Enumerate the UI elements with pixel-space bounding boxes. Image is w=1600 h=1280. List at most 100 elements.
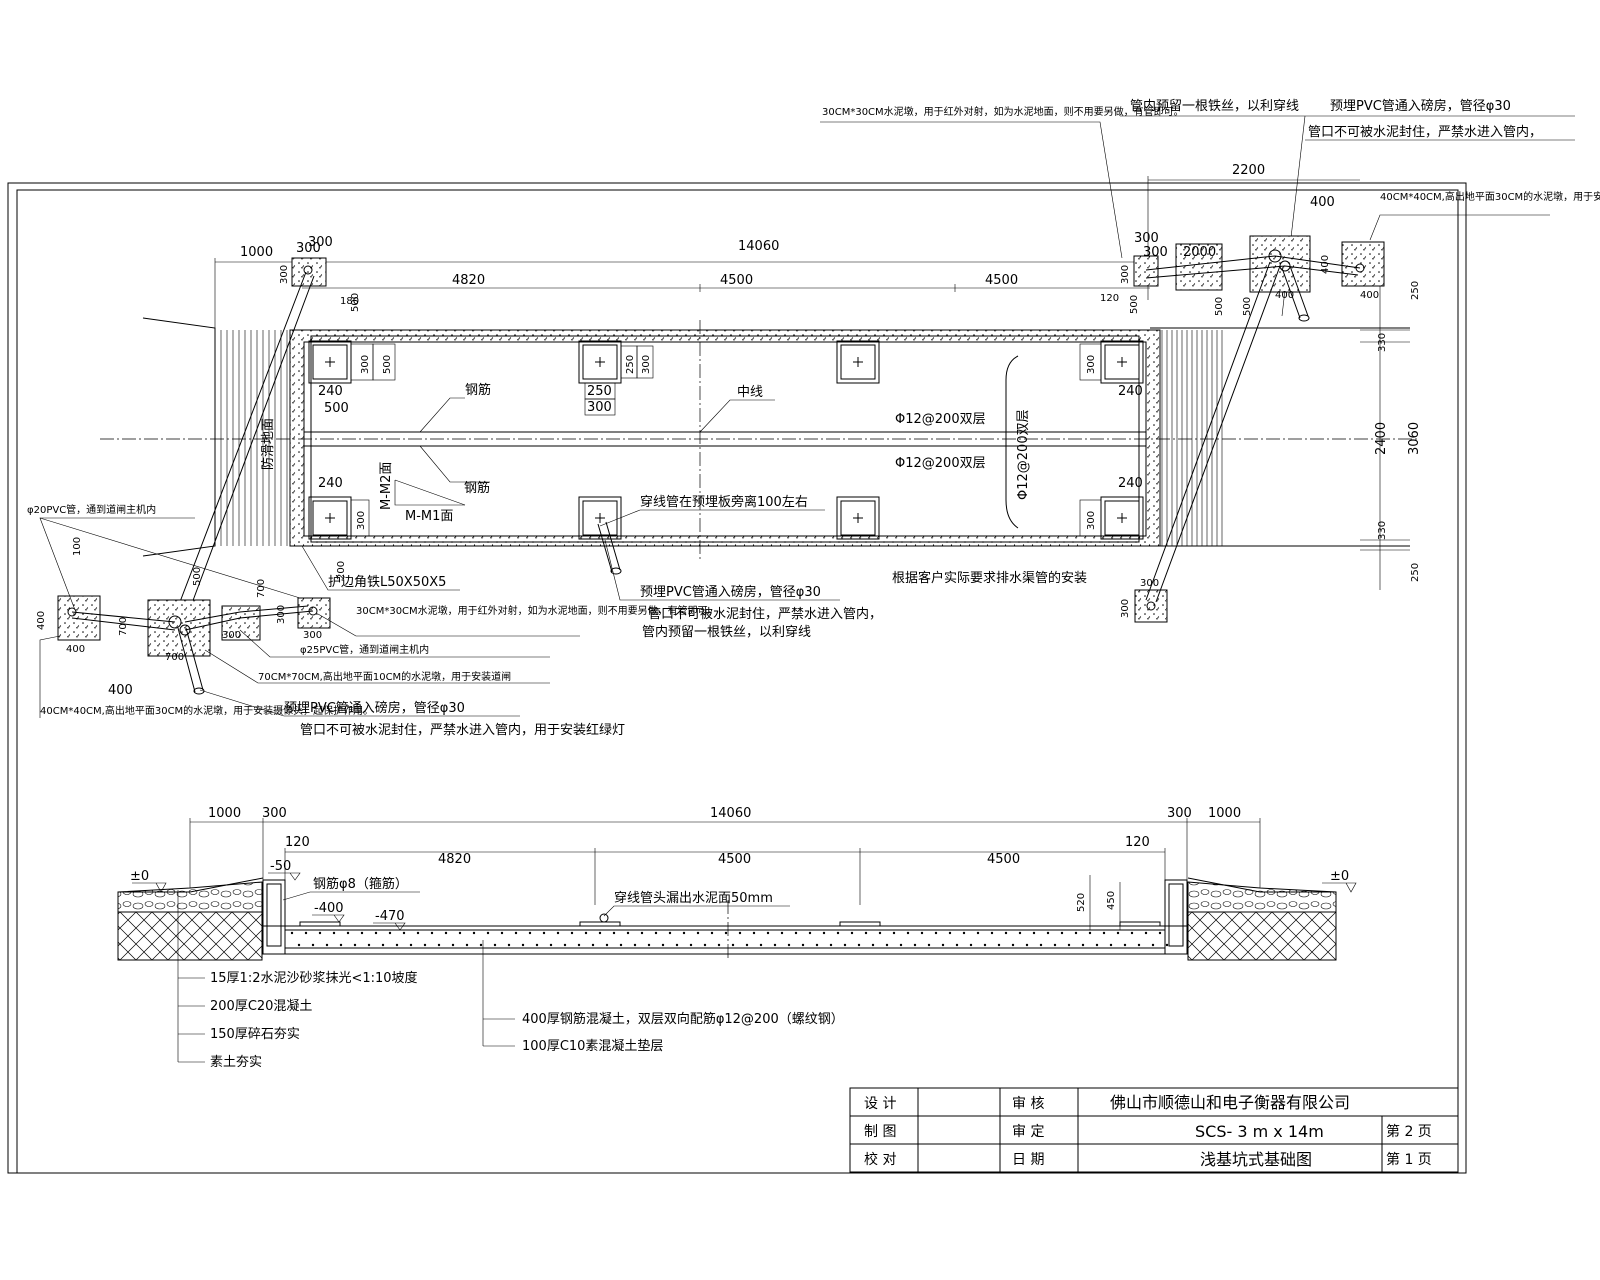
rebar-dot: [640, 931, 644, 935]
rebar-dot: [437, 943, 441, 947]
dim-left-700c: 700: [256, 579, 267, 598]
rebar-dot: [353, 943, 357, 947]
dim-left-300c: 300: [279, 265, 290, 284]
dim-left-300a: 300: [276, 605, 287, 624]
rebar-dot: [829, 943, 833, 947]
rebar-dot: [731, 943, 735, 947]
dim-2400: 2400: [1374, 422, 1389, 455]
dim-right-400b: 400: [1320, 255, 1331, 274]
rebar-dot: [1130, 931, 1134, 935]
label-top-pvc-3: 管口不可被水泥封住，严禁水进入管内，: [1308, 124, 1542, 140]
rebar-dot: [717, 943, 721, 947]
label-pier-70: 70CM*70CM,高出地平面10CM的水泥墩，用于安装道闸: [258, 670, 511, 683]
rebar-dot: [626, 931, 630, 935]
label-pier-40-left: 40CM*40CM,高出地平面30CM的水泥墩，用于安装摄像头，起保护作用。: [40, 704, 373, 717]
sec-dim-left-120: 120: [285, 835, 310, 850]
left-approach-ramp: [142, 317, 288, 557]
dim-330-top: 330: [1377, 333, 1388, 352]
tb-design: 设 计: [864, 1096, 896, 1112]
label-pvc-bottom-1: 预埋PVC管通入磅房，管径φ30: [284, 700, 465, 716]
sec-dim-span-mid: 4500: [718, 852, 751, 867]
dim-120: 120: [1100, 293, 1119, 304]
rebar-dot: [745, 943, 749, 947]
rebar-dot: [395, 943, 399, 947]
rebar-dot: [801, 943, 805, 947]
rebar-dot: [661, 943, 665, 947]
rebar-dot: [1039, 943, 1043, 947]
dim-plate-240b: 240: [1118, 384, 1143, 399]
label-pier-30-top: 30CM*30CM水泥墩，用于红外对射，如为水泥地面，则不用要另做，有管即可。: [822, 105, 1184, 118]
dim-500a: 500: [350, 293, 361, 312]
dim-right-400: 400: [1310, 195, 1335, 210]
rebar-dot: [1074, 931, 1078, 935]
rebar-dot: [549, 943, 553, 947]
rebar-dot: [290, 931, 294, 935]
sec-dim-right-300: 300: [1167, 806, 1192, 821]
label-pvc-note-2: 管口不可被水泥封住，严禁水进入管内，: [648, 606, 882, 622]
section-pit: [262, 879, 1188, 955]
dim-left-500: 500: [192, 567, 203, 586]
rebar-dot: [458, 931, 462, 935]
rebar-dot: [647, 943, 651, 947]
rebar-dot: [1137, 943, 1141, 947]
dim-right-300a: 300: [1134, 231, 1159, 246]
rebar-dot: [934, 931, 938, 935]
label-rebar-1: 钢筋: [465, 382, 491, 398]
rebar-dot: [1088, 931, 1092, 935]
dim-plate-500b: 500: [324, 401, 349, 416]
dim-right-2000: 2000: [1183, 245, 1216, 260]
rebar-dot: [1053, 943, 1057, 947]
rebar-dot: [1011, 943, 1015, 947]
layer-400-rc-slab: 400厚钢筋混凝土，双层双向配筋φ12@200（螺纹钢）: [522, 1011, 844, 1027]
rebar-dot: [850, 931, 854, 935]
rebar-dot: [528, 931, 532, 935]
rebar-dot: [696, 931, 700, 935]
rebar-dot: [500, 931, 504, 935]
dim-left-300b: 300: [303, 630, 322, 641]
rebar-dot: [682, 931, 686, 935]
dim-plate-300b: 300: [641, 355, 652, 374]
rebar-dot: [367, 943, 371, 947]
section-view: 14060 1000 300 300 1000 4820 4500 4500 1…: [117, 806, 1357, 1070]
infrared-pier-left: [297, 597, 331, 629]
dim-right-400d: 400: [1360, 290, 1379, 301]
dim-500b: 500: [1129, 295, 1140, 314]
label-rebar-2: 钢筋: [464, 480, 490, 496]
label-conduit-position: 穿线管在预埋板旁离100左右: [640, 494, 808, 510]
rebar-dot: [983, 943, 987, 947]
rebar-dot: [857, 943, 861, 947]
rebar-dot: [969, 943, 973, 947]
rebar-dot: [472, 931, 476, 935]
sec-dim-left-1000: 1000: [208, 806, 241, 821]
plate-bottom-mid1: [578, 496, 622, 540]
rebar-dot: [1151, 943, 1155, 947]
dim-plate-250a: 250: [625, 355, 636, 374]
dim-plate-300c: 300: [587, 400, 612, 415]
sec-dim-450: 450: [1106, 891, 1117, 910]
rebar-dot: [444, 931, 448, 935]
label-rebar-spec-1: Φ12@200双层: [895, 412, 986, 427]
rebar-dot: [612, 931, 616, 935]
rebar-dot: [598, 931, 602, 935]
rebar-dot: [570, 931, 574, 935]
dim-left-100: 100: [72, 537, 83, 556]
rebar-dot: [493, 943, 497, 947]
level-minus-400: -400: [314, 901, 344, 916]
plate-bottom-right: [1079, 496, 1144, 540]
rebar-dot: [1165, 943, 1169, 947]
plate-top-mid2: [836, 340, 880, 384]
tb-model: SCS- 3 m x 14m: [1195, 1122, 1324, 1141]
rebar-dot: [332, 931, 336, 935]
rebar-dot: [402, 931, 406, 935]
embedded-plates: [308, 340, 1144, 540]
tb-page-total: 第 2 页: [1386, 1123, 1432, 1140]
label-rebar-spec-2: Φ12@200双层: [895, 456, 986, 471]
rebar-dot: [479, 943, 483, 947]
sec-dim-520: 520: [1076, 893, 1087, 912]
plate-bottom-left: [308, 496, 370, 540]
rebar-dot: [759, 943, 763, 947]
rebar-dot: [864, 931, 868, 935]
rebar-dot: [892, 931, 896, 935]
rebar-dot: [703, 943, 707, 947]
dim-plate-240c: 240: [318, 476, 343, 491]
